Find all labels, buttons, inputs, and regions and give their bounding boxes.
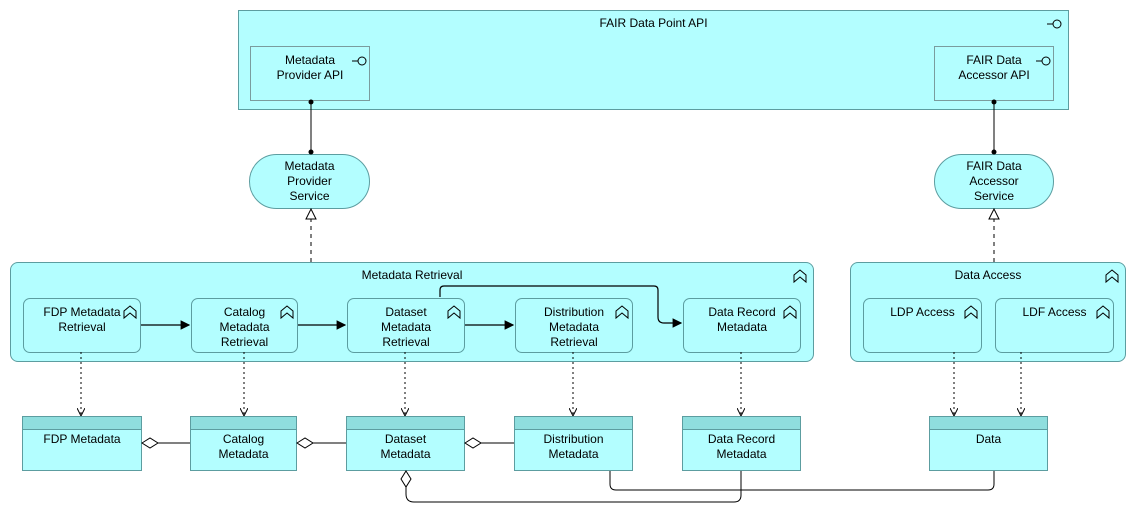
distribution-metadata-object-label: Distribution Metadata <box>543 432 604 461</box>
distribution-metadata-retrieval-label: Distribution Metadata Retrieval <box>543 305 605 349</box>
fair-data-point-api-title: FAIR Data Point API <box>599 16 708 30</box>
function-icon <box>783 305 797 320</box>
fdp-metadata-retrieval-label: FDP Metadata Retrieval <box>43 305 121 334</box>
assignment-dot <box>991 149 997 155</box>
function-icon <box>1105 269 1119 284</box>
catalog-metadata-retrieval-label: Catalog Metadata Retrieval <box>219 305 270 349</box>
interface-icon <box>1036 56 1051 66</box>
ldp-access-label: LDP Access <box>890 305 955 319</box>
ldf-access[interactable]: LDF Access <box>995 298 1114 353</box>
function-icon <box>447 305 461 320</box>
dataset-metadata-retrieval[interactable]: Dataset Metadata Retrieval <box>347 298 465 353</box>
function-icon <box>280 305 294 320</box>
fair-data-point-api[interactable]: FAIR Data Point API Metadata Provider AP… <box>238 10 1069 110</box>
catalog-metadata-object[interactable]: Catalog Metadata <box>190 416 297 471</box>
fair-data-accessor-service-label: FAIR Data Accessor Service <box>966 159 1022 203</box>
metadata-provider-api-label: Metadata Provider API <box>276 53 344 82</box>
metadata-retrieval-group[interactable]: Metadata Retrieval FDP Metadata Retrieva… <box>10 262 814 362</box>
data-object-band <box>23 417 141 430</box>
function-icon <box>1096 305 1110 320</box>
trigger-link <box>439 285 683 328</box>
ldf-access-label: LDF Access <box>1022 305 1087 319</box>
metadata-retrieval-title: Metadata Retrieval <box>361 268 463 282</box>
catalog-metadata-retrieval[interactable]: Catalog Metadata Retrieval <box>191 298 298 353</box>
data-object-band <box>515 417 632 430</box>
fair-data-accessor-api-label: FAIR Data Accessor API <box>958 53 1030 82</box>
data-record-metadata-object-label: Data Record Metadata <box>707 432 776 461</box>
data-record-metadata-function[interactable]: Data Record Metadata <box>683 298 801 353</box>
data-object-label: Data <box>975 432 1002 446</box>
data-object-band <box>347 417 464 430</box>
data-access-title: Data Access <box>954 268 1022 282</box>
function-icon <box>615 305 629 320</box>
assignment-dot <box>308 149 314 155</box>
data-object-band <box>191 417 296 430</box>
dataset-metadata-object[interactable]: Dataset Metadata <box>346 416 465 471</box>
metadata-provider-service[interactable]: Metadata Provider Service <box>249 154 370 209</box>
distribution-metadata-retrieval[interactable]: Distribution Metadata Retrieval <box>515 298 633 353</box>
data-record-metadata-function-label: Data Record Metadata <box>708 305 776 334</box>
fair-data-accessor-service[interactable]: FAIR Data Accessor Service <box>934 154 1054 209</box>
dataset-metadata-retrieval-label: Dataset Metadata Retrieval <box>380 305 432 349</box>
data-object[interactable]: Data <box>929 416 1048 471</box>
interface-icon <box>1047 19 1062 29</box>
aggregation-link <box>400 470 742 503</box>
interface-icon <box>352 56 367 66</box>
data-record-metadata-object[interactable]: Data Record Metadata <box>682 416 801 471</box>
assignment-dot <box>991 99 997 105</box>
function-icon <box>964 305 978 320</box>
association-link <box>609 471 995 491</box>
fdp-metadata-object-label: FDP Metadata <box>43 432 121 446</box>
data-access-group[interactable]: Data Access LDP Access LDF Access <box>850 262 1126 362</box>
data-object-band <box>683 417 800 430</box>
assignment-dot <box>308 99 314 105</box>
metadata-provider-api[interactable]: Metadata Provider API <box>250 46 370 101</box>
fdp-metadata-retrieval[interactable]: FDP Metadata Retrieval <box>23 298 141 353</box>
dataset-metadata-object-label: Dataset Metadata <box>380 432 431 461</box>
metadata-provider-service-label: Metadata Provider Service <box>284 159 335 203</box>
distribution-metadata-object[interactable]: Distribution Metadata <box>514 416 633 471</box>
ldp-access[interactable]: LDP Access <box>863 298 982 353</box>
catalog-metadata-object-label: Catalog Metadata <box>218 432 269 461</box>
function-icon <box>793 269 807 284</box>
data-object-band <box>930 417 1047 430</box>
function-icon <box>123 305 137 320</box>
